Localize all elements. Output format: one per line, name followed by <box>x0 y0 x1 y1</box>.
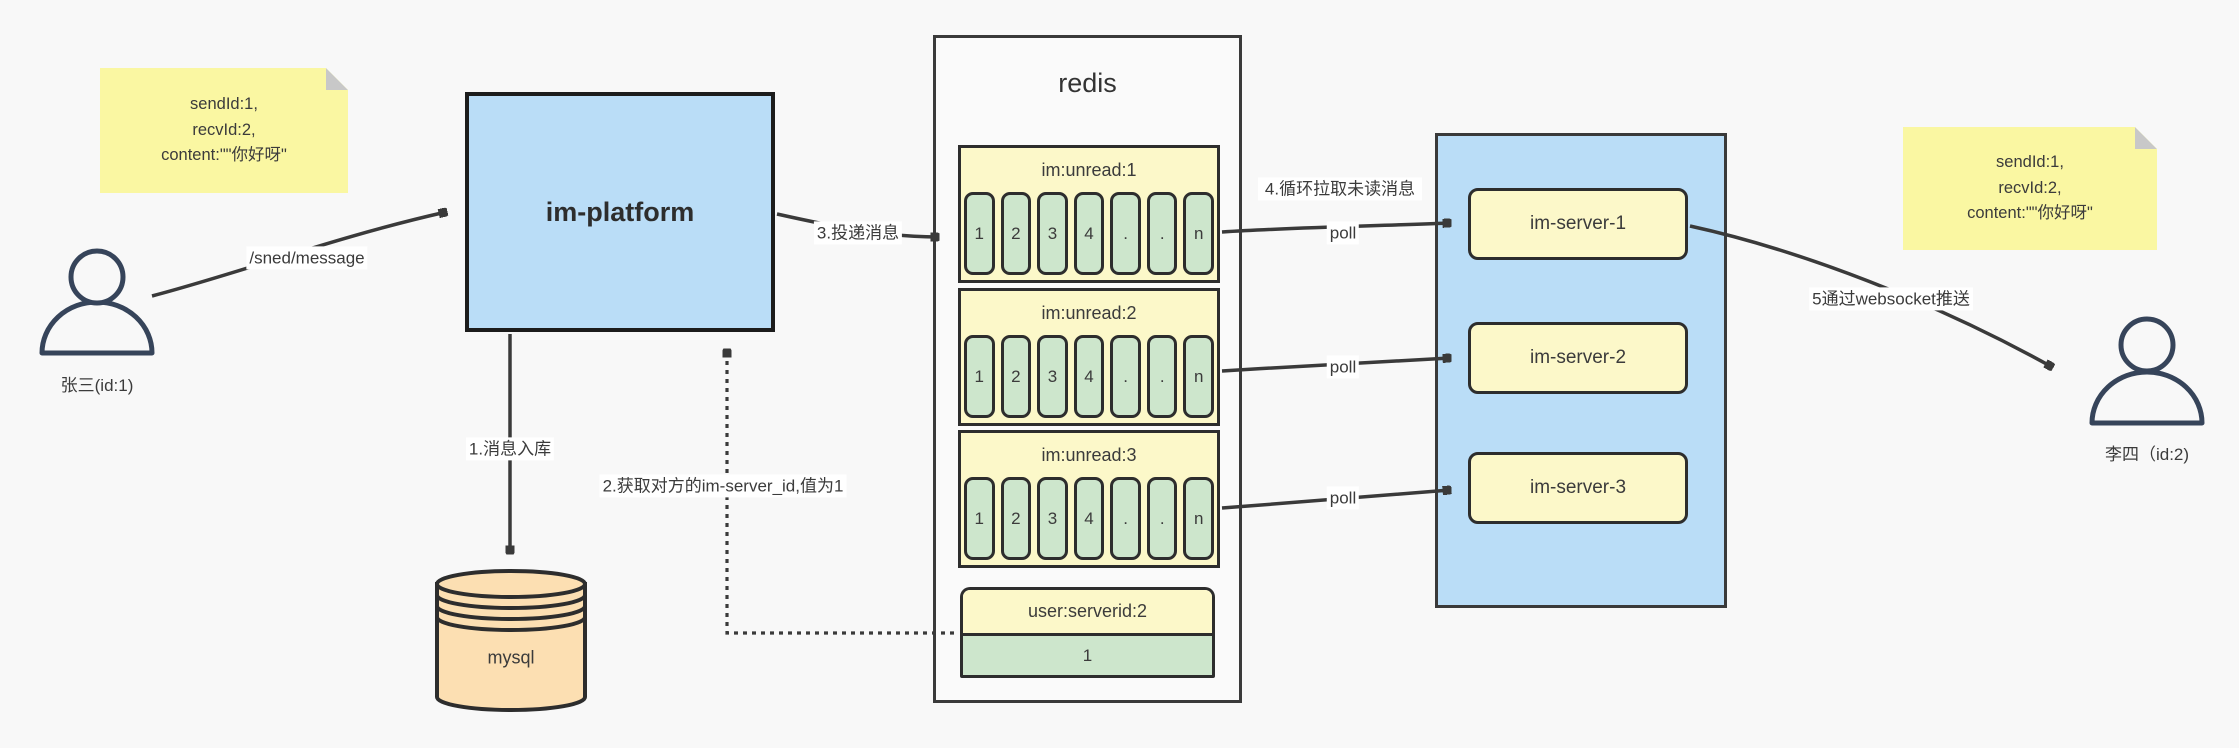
queue-cell: n <box>1183 335 1215 418</box>
note-line: content:""你好呀" <box>161 146 287 165</box>
queue-cell: n <box>1183 192 1215 275</box>
queue-cells: 1 2 3 4 . . n <box>961 477 1217 560</box>
queue-cell: 2 <box>1000 192 1032 275</box>
note-line: sendId:1, <box>190 95 258 114</box>
server-label: im-server-3 <box>1529 477 1627 498</box>
queue-cell: . <box>1146 477 1178 560</box>
redis-queue-unread-3: im:unread:3 1 2 3 4 . . n <box>958 430 1220 568</box>
note-line: recvId:2, <box>192 120 256 139</box>
server-label: im-server-1 <box>1529 213 1627 234</box>
edge-label-poll-3: poll <box>1326 486 1360 510</box>
queue-cell: 4 <box>1073 477 1105 560</box>
node-redis-title: redis <box>1058 68 1117 98</box>
queue-header: im:unread:1 <box>1041 159 1137 180</box>
queue-cell: 1 <box>964 192 995 275</box>
queue-cell: . <box>1146 192 1178 275</box>
queue-cell: 3 <box>1037 477 1068 560</box>
queue-cell: . <box>1146 335 1178 418</box>
user-icon-sender <box>39 248 155 356</box>
queue-cell: 3 <box>1037 335 1068 418</box>
queue-header: im:unread:2 <box>1041 302 1137 323</box>
note-line: sendId:1, <box>1996 153 2064 172</box>
edge-label-step2-get-server-id: 2.获取对方的im-server_id,值为1 <box>599 474 847 498</box>
queue-cell: 3 <box>1037 192 1068 275</box>
edge-label-step4-poll-unread: 4.循环拉取未读消息 <box>1258 177 1422 201</box>
node-im-platform: im-platform <box>465 92 775 332</box>
queue-header: im:unread:3 <box>1041 444 1137 465</box>
node-im-server-1: im-server-1 <box>1468 188 1688 260</box>
queue-cell: 2 <box>1000 477 1032 560</box>
edge-label-step5-websocket: 5通过websocket推送 <box>1809 287 1973 311</box>
queue-cell: 1 <box>964 477 995 560</box>
kv-header: user:serverid:2 <box>963 590 1212 636</box>
node-im-server-2: im-server-2 <box>1468 322 1688 394</box>
queue-cell: n <box>1183 477 1215 560</box>
note-message-payload-right: sendId:1, recvId:2, content:""你好呀" <box>1903 127 2157 250</box>
queue-cell: 2 <box>1000 335 1032 418</box>
node-mysql-label: mysql <box>487 647 535 668</box>
queue-cell: . <box>1110 335 1141 418</box>
database-cylinder-icon <box>435 569 587 712</box>
server-label: im-server-2 <box>1529 347 1627 368</box>
actor-label-receiver: 李四（id:2) <box>2104 445 2190 464</box>
arrow-websocket-push <box>1689 224 2052 367</box>
redis-queue-unread-2: im:unread:2 1 2 3 4 . . n <box>958 288 1220 426</box>
note-message-payload-left: sendId:1, recvId:2, content:""你好呀" <box>100 68 348 193</box>
edge-label-poll-2: poll <box>1326 355 1360 379</box>
node-im-server-3: im-server-3 <box>1468 452 1688 524</box>
queue-cells: 1 2 3 4 . . n <box>961 335 1217 418</box>
queue-cell: . <box>1110 192 1141 275</box>
arrow-get-server-id-dotted <box>727 350 954 635</box>
actor-label-sender: 张三(id:1) <box>60 376 134 395</box>
edge-label-step1-store: 1.消息入库 <box>465 437 555 461</box>
redis-kv-user-serverid: user:serverid:2 1 <box>960 587 1215 678</box>
user-icon-receiver <box>2089 316 2205 426</box>
edge-label-send-message: /sned/message <box>246 246 368 270</box>
queue-cell: 1 <box>964 335 995 418</box>
note-line: recvId:2, <box>1998 178 2062 197</box>
queue-cell: 4 <box>1073 335 1105 418</box>
edge-label-poll-1: poll <box>1326 221 1360 245</box>
node-im-platform-label: im-platform <box>545 196 695 227</box>
kv-value: 1 <box>963 636 1212 675</box>
note-line: content:""你好呀" <box>1967 204 2093 223</box>
queue-cells: 1 2 3 4 . . n <box>961 192 1217 275</box>
edge-label-step3-deliver: 3.投递消息 <box>813 221 903 245</box>
queue-cell: 4 <box>1073 192 1105 275</box>
queue-cell: . <box>1110 477 1141 560</box>
redis-queue-unread-1: im:unread:1 1 2 3 4 . . n <box>958 145 1220 283</box>
